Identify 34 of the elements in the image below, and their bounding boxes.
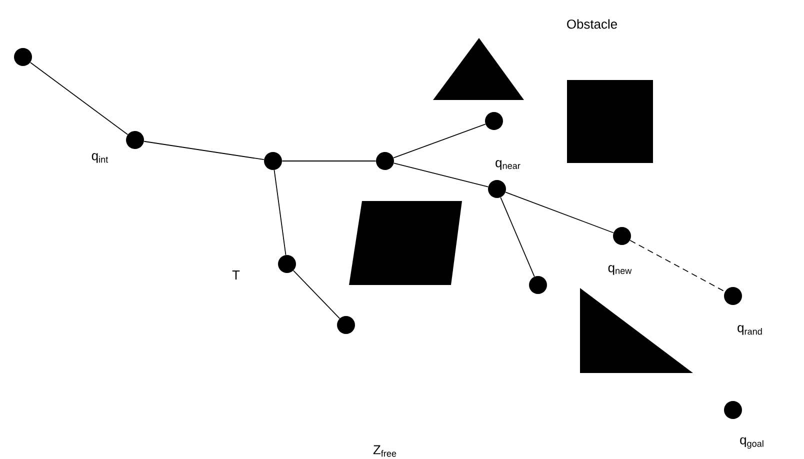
tree-vertex bbox=[529, 276, 547, 294]
tree-vertex bbox=[264, 152, 282, 170]
obstacle-shape bbox=[567, 80, 653, 163]
text-label: T bbox=[232, 270, 240, 280]
tree-edge bbox=[282, 160, 376, 162]
tree-edge bbox=[144, 140, 264, 160]
tree-vertex bbox=[485, 112, 503, 130]
vertex-label: q$_{goal}$ bbox=[740, 437, 764, 449]
tree-edge bbox=[393, 162, 489, 188]
vertex-label: q$_{rand}$ bbox=[738, 325, 762, 335]
obstacle-shape bbox=[580, 288, 693, 373]
tree-edge bbox=[292, 270, 340, 319]
tree-edge bbox=[630, 240, 726, 292]
tree-edge bbox=[500, 197, 535, 277]
obstacle-shape bbox=[349, 201, 462, 285]
vertex-label: q$_{near}$ bbox=[496, 160, 520, 170]
tree-vertex bbox=[278, 255, 296, 273]
tree-vertex bbox=[613, 227, 631, 245]
vertex-label: q$_{new}$ bbox=[608, 265, 632, 275]
tree-vertex bbox=[14, 48, 32, 66]
tree-vertex bbox=[126, 131, 144, 149]
obstacle-shape bbox=[433, 38, 524, 100]
text-label: Obstacle bbox=[567, 19, 617, 29]
text-label: Z$_{free}$ bbox=[373, 445, 396, 457]
tree-edge bbox=[30, 62, 128, 135]
tree-edge bbox=[393, 124, 486, 158]
tree-edge bbox=[274, 170, 286, 256]
tree-vertex bbox=[724, 287, 742, 305]
tree-edge bbox=[505, 192, 614, 234]
tree-vertex bbox=[337, 316, 355, 334]
vertex-label: q$_{int}$ bbox=[92, 153, 108, 163]
tree-vertex bbox=[376, 152, 394, 170]
tree-vertex bbox=[488, 180, 506, 198]
tree-vertex bbox=[724, 401, 742, 419]
